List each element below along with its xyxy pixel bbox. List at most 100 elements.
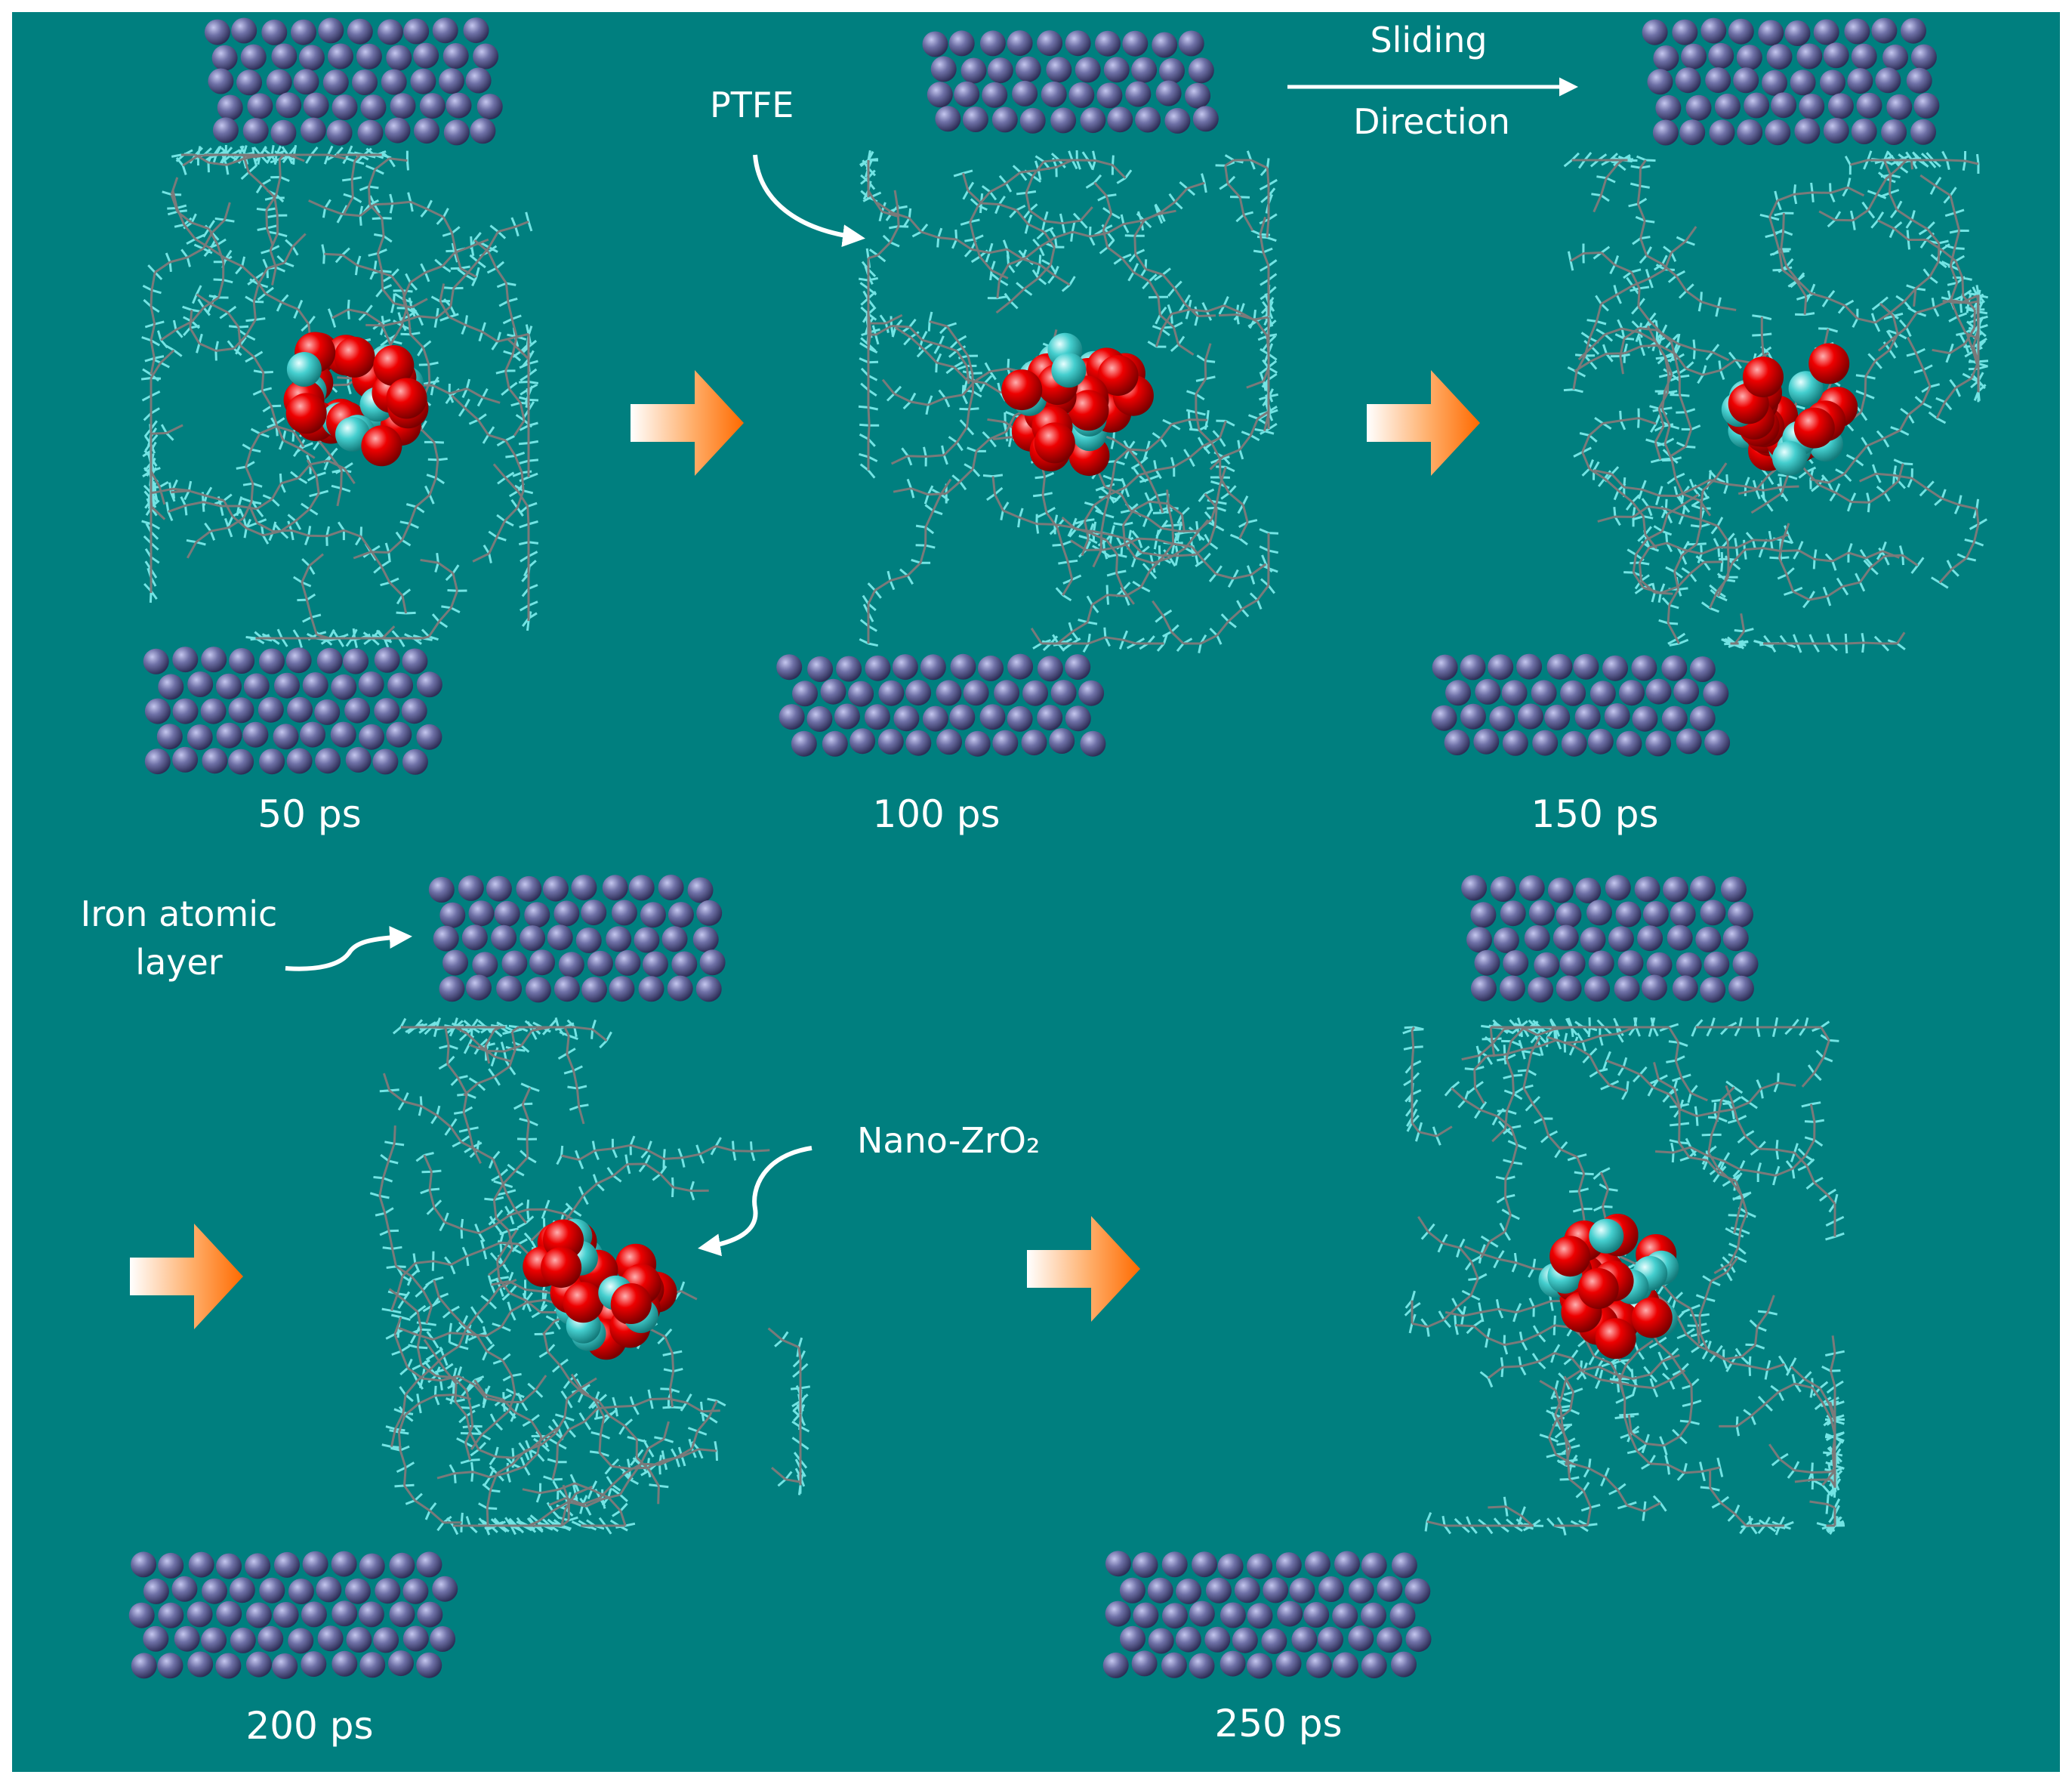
iron-atom	[259, 1577, 285, 1603]
iron-atom	[439, 976, 465, 1002]
iron-atom	[1631, 655, 1657, 681]
iron-atom	[1672, 19, 1698, 45]
iron-atom	[331, 674, 357, 700]
iron-atom	[1185, 82, 1211, 109]
iron-atom	[1608, 926, 1634, 952]
iron-atom	[375, 1578, 401, 1604]
iron-atom	[216, 722, 242, 748]
iron-atom	[1065, 705, 1091, 732]
iron-atom	[187, 671, 214, 697]
oxygen-atom	[541, 1247, 582, 1289]
upper-iron-layer	[1642, 17, 1940, 146]
zirconium-atom	[335, 416, 370, 452]
frame-5-time-label: 250 ps	[1214, 1702, 1343, 1745]
iron-atom	[461, 924, 488, 951]
iron-atom	[428, 877, 455, 903]
iron-atom	[245, 1602, 272, 1628]
iron-atom	[542, 875, 569, 902]
oxygen-atom	[1549, 1236, 1591, 1277]
iron-atom	[377, 19, 403, 45]
iron-atom	[187, 1601, 213, 1628]
iron-atom	[1528, 977, 1554, 1003]
transition-arrow-1	[631, 370, 744, 476]
iron-atom	[1460, 703, 1486, 730]
ptfe-carbon-backbone	[1411, 1026, 1836, 1527]
iron-atom	[1391, 1552, 1417, 1579]
iron-atom	[806, 705, 833, 732]
iron-atom	[359, 724, 384, 750]
transition-arrow-4	[1027, 1216, 1140, 1322]
iron-atom	[158, 1602, 184, 1628]
iron-atom	[638, 976, 664, 1002]
iron-atom	[1348, 1625, 1374, 1652]
lower-iron-layer	[1431, 653, 1731, 757]
iron-atom	[1219, 1650, 1246, 1677]
iron-atom	[1532, 730, 1559, 756]
iron-atom	[963, 680, 989, 706]
iron-atom	[516, 875, 542, 902]
iron-atom	[1728, 18, 1754, 45]
iron-atom	[236, 69, 262, 96]
iron-atom	[1642, 19, 1668, 45]
iron-atom	[982, 82, 1008, 108]
iron-atom	[1176, 1578, 1201, 1604]
iron-atom	[1275, 1552, 1302, 1579]
iron-atom	[1263, 1577, 1289, 1603]
iron-atom	[1704, 951, 1730, 977]
oxygen-atom	[1001, 369, 1043, 411]
iron-atom	[1489, 705, 1515, 732]
ptfe-carbon-backbone	[867, 159, 1270, 645]
iron-atom	[893, 705, 920, 732]
iron-atom	[216, 1600, 242, 1627]
iron-atom	[1646, 952, 1673, 978]
zirconium-atom	[1051, 353, 1087, 388]
iron-atom	[302, 1551, 328, 1577]
iron-atom	[245, 1651, 272, 1678]
iron-atom	[387, 672, 414, 699]
iron-atom	[1461, 875, 1488, 901]
iron-atom	[359, 1553, 385, 1579]
oxygen-atom	[1743, 356, 1784, 398]
iron-atom	[1303, 1602, 1330, 1628]
iron-atom	[1389, 1603, 1416, 1628]
iron-atom	[558, 952, 584, 978]
iron-atom	[936, 729, 962, 755]
iron-atom	[864, 704, 890, 730]
iron-atom	[807, 656, 834, 682]
iron-atom	[1019, 107, 1046, 134]
iron-atom	[1125, 81, 1152, 107]
iron-atom	[331, 94, 358, 120]
iron-atom	[1007, 705, 1033, 732]
iron-atom	[1078, 680, 1105, 706]
iron-atom	[1119, 1577, 1145, 1603]
iron-atom	[1466, 927, 1492, 953]
iron-atom	[1661, 655, 1688, 681]
iron-atom	[1681, 43, 1707, 69]
iron-atom	[1021, 730, 1047, 756]
iron-atom	[695, 976, 722, 1002]
iron-atom	[216, 673, 242, 699]
iron-atom	[187, 724, 213, 750]
iron-atom	[1709, 119, 1735, 146]
iron-atom	[849, 728, 876, 755]
iron-atom	[1152, 32, 1178, 58]
iron-atom	[1037, 705, 1063, 731]
iron-atom	[172, 647, 199, 673]
iron-atom	[1470, 975, 1497, 1002]
iron-atom	[326, 119, 353, 146]
iron-atom	[920, 654, 946, 681]
iron-atom	[1334, 1551, 1360, 1577]
iron-atom	[231, 17, 257, 44]
iron-atom	[1105, 1600, 1131, 1627]
iron-atom	[1164, 107, 1191, 134]
iron-atom	[229, 1577, 255, 1603]
iron-atom	[1291, 1626, 1318, 1653]
zirconium-atom	[286, 352, 322, 387]
iron-atom	[667, 975, 693, 1002]
iron-atom	[1690, 875, 1716, 902]
iron-atom	[1445, 680, 1471, 706]
iron-atom	[1361, 1552, 1387, 1579]
oxygen-atom	[563, 1282, 604, 1323]
iron-atom	[419, 93, 446, 119]
